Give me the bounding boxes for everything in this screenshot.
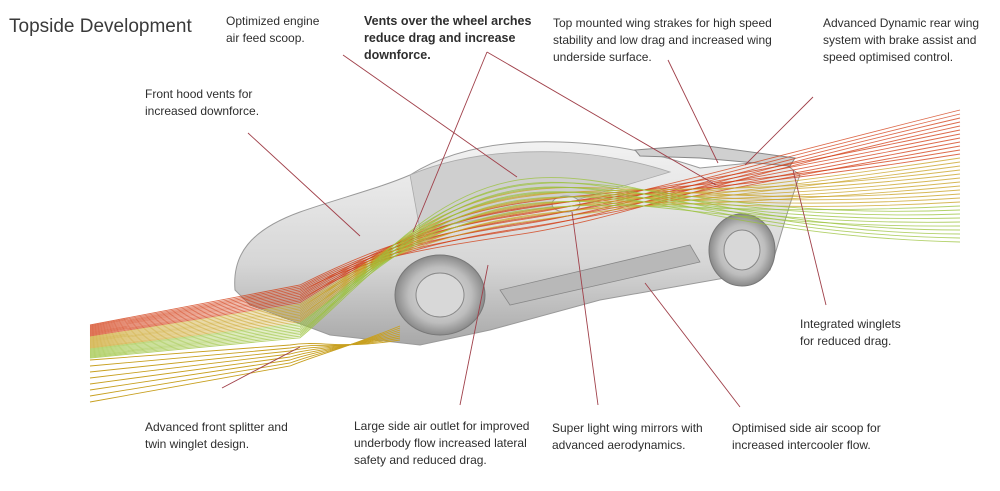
streamline [89, 177, 961, 356]
streamline [89, 331, 401, 385]
label-hood-vents: Front hood vents for increased downforce… [145, 87, 260, 118]
streamline [89, 133, 961, 332]
streamline [89, 113, 961, 327]
streamline [89, 327, 401, 397]
streamline [89, 187, 961, 346]
label-front-splitter: Advanced front splitter and twin winglet… [145, 420, 288, 451]
label-rear-wing: Advanced Dynamic rear wing system with b… [823, 16, 980, 64]
streamline [89, 181, 961, 357]
streamline [89, 186, 961, 352]
streamline [89, 177, 961, 343]
label-mirrors: Super light wing mirrors with advanced a… [552, 421, 703, 452]
leader-line [486, 51, 717, 186]
leader-line [644, 282, 741, 408]
leader-line [792, 169, 827, 306]
leader-line [412, 51, 488, 233]
streamline [89, 137, 961, 333]
leader-line [744, 96, 814, 166]
streamline [89, 200, 961, 355]
leader-line [221, 346, 301, 389]
label-wheel-arch-vents: Vents over the wheel arches reduce drag … [364, 14, 532, 62]
leader-line [342, 54, 518, 178]
streamline [89, 325, 401, 403]
streamline [89, 182, 961, 351]
streamline [89, 186, 961, 358]
leader-line [571, 211, 599, 406]
streamline [89, 191, 961, 353]
streamline [89, 173, 961, 342]
streamlines [89, 109, 961, 403]
streamline [89, 191, 961, 347]
label-winglets: Integrated winglets for reduced drag. [800, 317, 901, 348]
streamline [89, 196, 961, 348]
streamline [89, 149, 961, 336]
streamline [89, 329, 401, 391]
label-wing-strakes: Top mounted wing strakes for high speed … [553, 16, 772, 64]
label-side-outlet: Large side air outlet for improved under… [354, 419, 530, 467]
leader-line [247, 132, 361, 237]
streamline [89, 117, 961, 328]
label-side-scoop: Optimised side air scoop for increased i… [732, 421, 881, 452]
streamline [89, 191, 961, 359]
streamline [89, 169, 961, 341]
streamline [89, 339, 401, 361]
streamline [89, 153, 961, 337]
streamline [89, 109, 961, 326]
leader-line [459, 264, 489, 406]
streamline [89, 337, 401, 367]
side-scoop [499, 244, 701, 306]
streamline [89, 333, 401, 379]
streamline [89, 129, 961, 331]
leader-line [667, 59, 719, 164]
page-title: Topside Development [9, 16, 192, 37]
streamline [89, 196, 961, 354]
streamline [89, 157, 961, 338]
leader-lines [221, 51, 827, 408]
label-engine-scoop: Optimized engine air feed scoop. [226, 14, 320, 45]
